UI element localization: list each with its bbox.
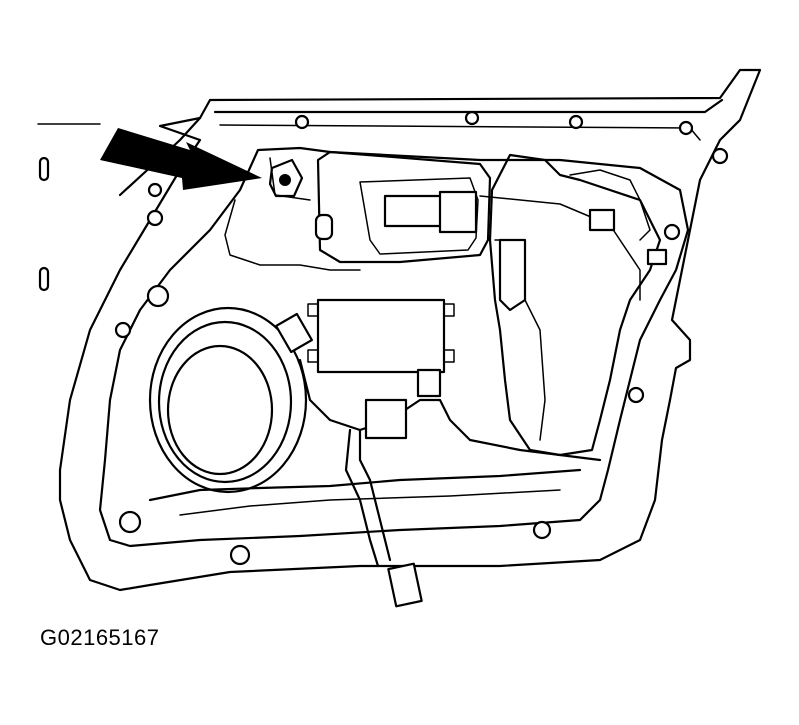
harness-connector <box>364 398 408 440</box>
hole <box>678 120 694 136</box>
regulator-rail <box>479 153 668 457</box>
mount-hole <box>314 213 334 241</box>
module-tab-right-low <box>443 349 455 363</box>
harness-plug <box>387 562 423 608</box>
module-bracket <box>314 150 492 264</box>
indicator-arrow-icon <box>37 123 262 190</box>
hole <box>711 147 729 165</box>
slot <box>38 266 50 292</box>
hole <box>532 520 552 540</box>
hole <box>663 223 681 241</box>
regulator-slider <box>498 238 527 312</box>
hole <box>229 544 251 566</box>
mounting-holes <box>38 110 729 566</box>
figure-id-label: G02165167 <box>40 625 160 650</box>
hole <box>146 284 170 308</box>
wiring-harness <box>148 358 602 608</box>
module-tab-left-low <box>307 349 319 363</box>
hole <box>118 510 142 534</box>
hole <box>294 114 310 130</box>
speaker <box>148 306 313 494</box>
rail-tab <box>646 248 668 266</box>
hole <box>114 321 132 339</box>
motor-block <box>383 194 447 228</box>
rail-clip <box>588 208 616 232</box>
hole <box>464 110 480 126</box>
module-box <box>316 298 446 374</box>
module-tab-right <box>443 303 455 317</box>
hole <box>568 114 584 130</box>
connector-block <box>438 190 478 234</box>
module-connector <box>416 368 442 398</box>
slot <box>38 156 50 182</box>
speaker-connector <box>275 312 313 354</box>
control-module <box>307 298 455 398</box>
hole <box>627 386 645 404</box>
module-tab-left <box>307 303 319 317</box>
hole <box>147 182 163 198</box>
hole <box>146 209 164 227</box>
target-fastener <box>268 158 304 198</box>
